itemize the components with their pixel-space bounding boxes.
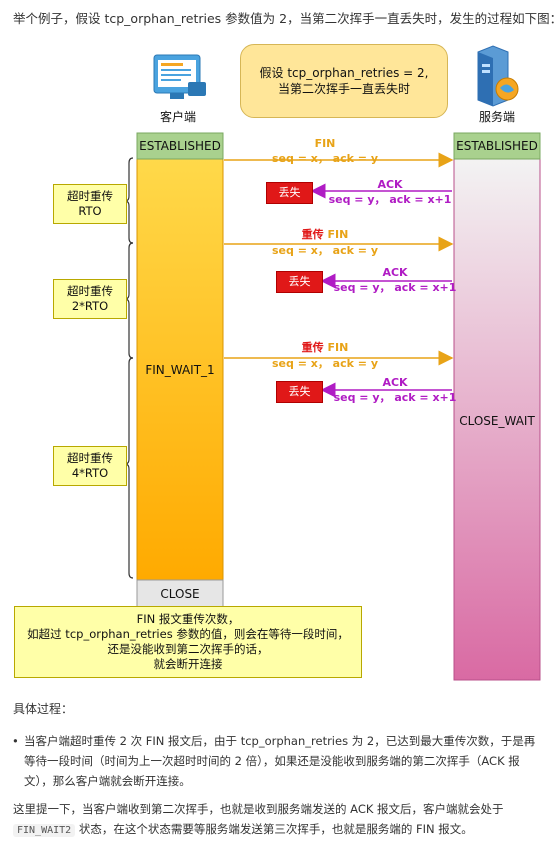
rto-box-3-line2: 4*RTO [71, 466, 109, 480]
bottom-note-line-1: FIN 报文重传次数， [136, 612, 240, 626]
ack-label-1: ACK seq = y， ack = x+1 [320, 178, 460, 207]
process-bullet: • 当客户端超时重传 2 次 FIN 报文后，由于 tcp_orphan_ret… [12, 731, 540, 791]
bullet-dot: • [12, 734, 19, 748]
assumption-note: 假设 tcp_orphan_retries = 2, 当第二次挥手一直丢失时 [240, 44, 448, 118]
fin-1-title: FIN [314, 137, 336, 150]
rto-box-2-line1: 超时重传 [67, 284, 113, 298]
ack-2-title: ACK [382, 266, 408, 279]
bottom-note-line-2: 如超过 tcp_orphan_retries 参数的值，则会在等待一段时间， [27, 627, 349, 641]
client-label: 客户端 [160, 110, 197, 124]
ack-1-title: ACK [377, 178, 403, 191]
fin-2-title: FIN [327, 228, 349, 241]
client-state-close: CLOSE [160, 587, 200, 601]
note-line-2: 当第二次挥手一直丢失时 [277, 82, 410, 96]
para-text-2: 状态，在这个状态需要等服务端发送第三次挥手，也就是服务端的 FIN 报文。 [78, 822, 473, 836]
ack-2-detail: seq = y， ack = x+1 [333, 281, 457, 294]
bullet-text: 当客户端超时重传 2 次 FIN 报文后，由于 tcp_orphan_retri… [24, 734, 536, 788]
fin-2-prefix: 重传 [301, 228, 328, 241]
fin-3-prefix: 重传 [301, 341, 328, 354]
rto-box-1: 超时重传 RTO [53, 184, 127, 224]
rto-box-1-line1: 超时重传 [67, 189, 113, 203]
client-established-box [136, 132, 224, 160]
section-title: 具体过程： [13, 702, 74, 716]
bottom-note-line-3: 还是没能收到第二次挥手的话， [107, 642, 269, 656]
client-state-fin-wait-1: FIN_WAIT_1 [145, 363, 215, 377]
fin-2-detail: seq = x， ack = y [272, 244, 378, 257]
rto-box-3-line1: 超时重传 [67, 451, 113, 465]
fin-label-1: FIN seq = x， ack = y [250, 137, 400, 166]
server-icon [477, 45, 519, 107]
ack-label-3: ACK seq = y， ack = x+1 [325, 376, 465, 405]
server-established-box [453, 132, 541, 160]
rto-box-1-line2: RTO [78, 204, 102, 218]
fin-wait2-paragraph: 这里提一下，当客户端收到第二次挥手，也就是收到服务端发送的 ACK 报文后，客户… [13, 799, 549, 841]
ack-3-title: ACK [382, 376, 408, 389]
server-state-established: ESTABLISHED [456, 139, 538, 153]
intro-text: 举个例子，假设 tcp_orphan_retries 参数值为 2，当第二次挥手… [13, 11, 559, 26]
client-state-established: ESTABLISHED [139, 139, 221, 153]
ack-3-detail: seq = y， ack = x+1 [333, 391, 457, 404]
rto-box-2: 超时重传 2*RTO [53, 279, 127, 319]
fin-1-detail: seq = x， ack = y [272, 152, 378, 165]
rto-box-2-line2: 2*RTO [71, 299, 109, 313]
fin-label-2: 重传 FIN seq = x， ack = y [250, 226, 400, 258]
fin-3-title: FIN [327, 341, 349, 354]
bottom-note-line-4: 就会断开连接 [153, 657, 223, 671]
para-text-1: 这里提一下，当客户端收到第二次挥手，也就是收到服务端发送的 ACK 报文后，客户… [13, 802, 504, 816]
fin-3-detail: seq = x， ack = y [272, 357, 378, 370]
retransmit-note: FIN 报文重传次数， 如超过 tcp_orphan_retries 参数的值，… [14, 606, 362, 678]
fin-wait2-code: FIN_WAIT2 [13, 824, 76, 837]
fin-label-3: 重传 FIN seq = x， ack = y [250, 339, 400, 371]
note-line-1: 假设 tcp_orphan_retries = 2, [259, 66, 429, 80]
client-computer-icon [153, 54, 206, 99]
lost-badge-1: 丢失 [266, 182, 313, 204]
ack-label-2: ACK seq = y， ack = x+1 [325, 266, 465, 295]
lost-badge-2: 丢失 [276, 271, 323, 293]
tcp-close-diagram: 假设 tcp_orphan_retries = 2, 当第二次挥手一直丢失时 客… [14, 44, 541, 681]
diagram-svg [124, 45, 541, 681]
ack-1-detail: seq = y， ack = x+1 [328, 193, 452, 206]
server-label: 服务端 [479, 110, 516, 124]
rto-box-3: 超时重传 4*RTO [53, 446, 127, 486]
server-state-close-wait: CLOSE_WAIT [459, 414, 535, 428]
lost-badge-3: 丢失 [276, 381, 323, 403]
client-close-box [136, 579, 224, 608]
